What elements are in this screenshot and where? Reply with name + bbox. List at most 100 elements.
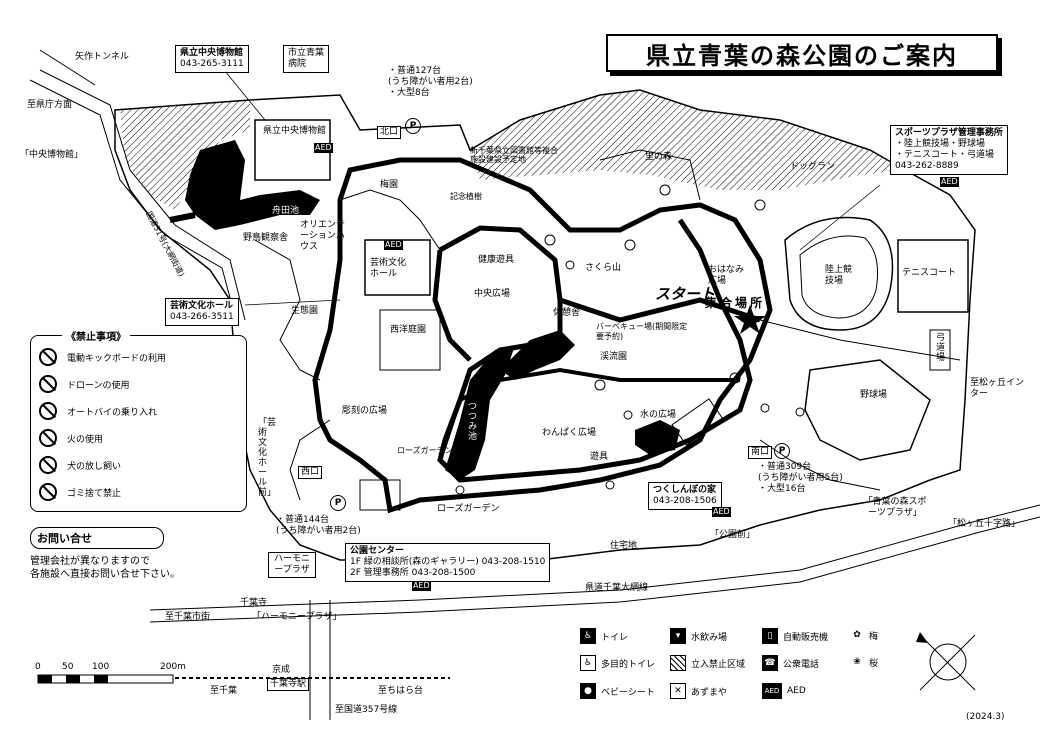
prohibited-motorbike-icon bbox=[39, 402, 57, 420]
water-plaza-label: 水の広場 bbox=[640, 410, 677, 420]
legend-cherry-label: 桜 bbox=[869, 658, 879, 669]
tsukushinbo-name: つくしんぼの家 bbox=[653, 485, 717, 495]
direction-chiba: 至千葉 bbox=[210, 686, 238, 696]
sports-office-tel: 043-262-8889 bbox=[895, 161, 959, 171]
road-label-tunnel: 矢作トンネル bbox=[75, 52, 129, 62]
parking-north-line2: (うち障がい者用2台) bbox=[388, 77, 473, 87]
park-center-line2: 2F 管理事務所 043-208-1500 bbox=[350, 568, 476, 578]
western-garden bbox=[379, 309, 441, 371]
plum-flower-icon: ✿ bbox=[850, 628, 864, 642]
scale-bar bbox=[37, 674, 174, 684]
funada-pond bbox=[185, 140, 320, 230]
map-title: 県立青葉の森公園のご案内 bbox=[606, 34, 998, 72]
ohanami-plaza-label: おはなみ広場 bbox=[708, 265, 745, 286]
road-label-chiba-city: 至千葉市街 bbox=[165, 612, 211, 622]
restricted-area-west bbox=[120, 100, 250, 210]
legend-drinking-label: 水飲み場 bbox=[691, 632, 728, 643]
dog-run-label: ドッグラン bbox=[790, 162, 836, 172]
parking-west-line2: (うち障がい者用2台) bbox=[276, 526, 361, 536]
revision-date: (2024.3) bbox=[966, 712, 1005, 722]
north-gate: 北口 bbox=[377, 126, 402, 139]
phone-icon: ☎ bbox=[762, 655, 778, 671]
orientation-house-label: オリエンテーションハウス bbox=[300, 220, 346, 252]
tsukushinbo-tel: 043-208-1506 bbox=[653, 496, 717, 506]
rose-garden-label: ローズガーデン bbox=[437, 504, 500, 514]
athletic-field-label: 陸上競技場 bbox=[825, 265, 853, 286]
sakura-hill-label: さくら山 bbox=[585, 263, 622, 273]
bus-stop-sports-plaza: 「青葉の森スポーツプラザ」 bbox=[863, 497, 927, 518]
inquiry-line2: 各施設へ直接お問い合せ下さい。 bbox=[30, 569, 180, 580]
parking-west-icon: P bbox=[330, 495, 346, 511]
art-hall-box-tel: 043-266-3511 bbox=[170, 312, 234, 322]
aed-center-icon: AED bbox=[412, 581, 431, 591]
bus-stop-art-hall: 「芸術文化ホール前」 bbox=[258, 418, 277, 498]
legend-restricted: 立入禁止区域 bbox=[670, 655, 745, 671]
rule-kickboard: 電動キックボードの利用 bbox=[67, 353, 167, 364]
national-road-51-edge bbox=[29, 79, 237, 321]
sports-office-box: スポーツプラザ管理事務所 ・陸上競技場・野球場 ・テニスコート・弓道場 043-… bbox=[890, 125, 1008, 175]
parking-north-line1: ・普通127台 bbox=[388, 66, 442, 76]
legend-phone: ☎ 公衆電話 bbox=[762, 655, 819, 671]
legend-azumaya: ✕あずまや bbox=[670, 683, 727, 699]
bus-stop-matsugaoka: 「松ヶ丘十字路」 bbox=[948, 519, 1021, 529]
bbq-label: バーベキュー場(期間限定要予約) bbox=[596, 322, 688, 341]
meeting-place-label: 集合場所 bbox=[705, 296, 766, 310]
bus-stop-harmony: ハーモニープラザ bbox=[268, 552, 316, 578]
railway-keisei: 京成 bbox=[272, 665, 291, 675]
sports-office-line2: ・テニスコート・弓道場 bbox=[895, 150, 995, 160]
tennis-court-label: テニスコート bbox=[902, 268, 957, 278]
water-plaza-pond bbox=[635, 420, 680, 455]
prohibited-drone-icon bbox=[39, 375, 57, 393]
prefectural-road bbox=[149, 504, 1041, 611]
tsutsumi-pond bbox=[445, 345, 515, 480]
scale-50: 50 bbox=[62, 662, 74, 672]
parking-west-line1: ・普通144台 bbox=[276, 515, 330, 525]
compass-icon bbox=[916, 632, 976, 691]
direction-chiharadai: 至ちはら台 bbox=[378, 686, 424, 696]
central-plaza-label: 中央広場 bbox=[474, 289, 511, 299]
art-hall-box-name: 芸術文化ホール bbox=[170, 301, 234, 311]
rule-item: オートバイの乗り入れ bbox=[39, 400, 157, 422]
prohibited-box: 電動キックボードの利用 ドローンの使用 オートバイの乗り入れ 火の使用 犬の放し… bbox=[30, 335, 247, 512]
legend-multipurpose: ♿多目的トイレ bbox=[580, 655, 655, 671]
toilet-icon: ♿ bbox=[580, 628, 596, 644]
scale-100: 100 bbox=[92, 662, 110, 672]
restricted-area-icon bbox=[670, 655, 686, 671]
legend-multipurpose-label: 多目的トイレ bbox=[601, 659, 656, 670]
legend-drinking: ▾水飲み場 bbox=[670, 628, 727, 644]
park-center-box: 公園センター 1F 緑の相談所(森のギャラリー) 043-208-1510 2F… bbox=[345, 543, 551, 582]
ecology-garden-label: 生態園 bbox=[291, 306, 319, 316]
baby-seat-icon: ● bbox=[580, 683, 596, 699]
direction-route357: 至国道357号線 bbox=[335, 705, 398, 715]
parking-north-icon: P bbox=[405, 118, 421, 134]
rule-motorbike: オートバイの乗り入れ bbox=[67, 407, 158, 418]
aed-tsukushinbo-icon: AED bbox=[712, 507, 731, 517]
inquiry-line1: 管理会社が異なりますので bbox=[30, 556, 150, 567]
legend-vending: ▯自動販売機 bbox=[762, 628, 828, 644]
health-play-label: 健康遊具 bbox=[478, 255, 515, 265]
place-chibadera: 千葉寺 bbox=[240, 598, 268, 608]
prohibited-kickboard-icon bbox=[39, 348, 57, 366]
rest-area-label: 休憩舎 bbox=[553, 308, 581, 318]
parking-north-info: ・普通127台 (うち障がい者用2台) ・大型8台 bbox=[388, 66, 473, 99]
parking-south-line3: ・大型16台 bbox=[758, 484, 806, 494]
legend-restricted-label: 立入禁止区域 bbox=[691, 659, 746, 670]
hospital-label: 市立青葉病院 bbox=[283, 45, 329, 73]
stream-label: 渓流園 bbox=[600, 352, 628, 362]
scale-0: 0 bbox=[35, 662, 41, 672]
prohibited-dog-icon bbox=[39, 456, 57, 474]
legend-phone-label: 公衆電話 bbox=[783, 659, 820, 670]
rule-dog: 犬の放し飼い bbox=[67, 461, 122, 472]
rose-garden-label-2: ローズガーデン bbox=[397, 446, 453, 455]
direction-matsugaoka-ic: 至松ヶ丘インター bbox=[970, 378, 1025, 399]
playground-label: 遊具 bbox=[590, 452, 609, 462]
bus-stop-koen-mae: 「公園前」 bbox=[710, 530, 756, 540]
kyudo-label: 弓道場 bbox=[936, 333, 946, 363]
plum-garden-label: 梅園 bbox=[380, 180, 399, 190]
road-label-prefecture: 至県庁方面 bbox=[27, 100, 73, 110]
station-chibadera: 千葉寺駅 bbox=[267, 678, 310, 691]
jogging-course-outer bbox=[312, 157, 773, 514]
rule-drone: ドローンの使用 bbox=[67, 380, 130, 391]
road-label-harmony: 「ハーモニープラザ」 bbox=[252, 612, 342, 622]
